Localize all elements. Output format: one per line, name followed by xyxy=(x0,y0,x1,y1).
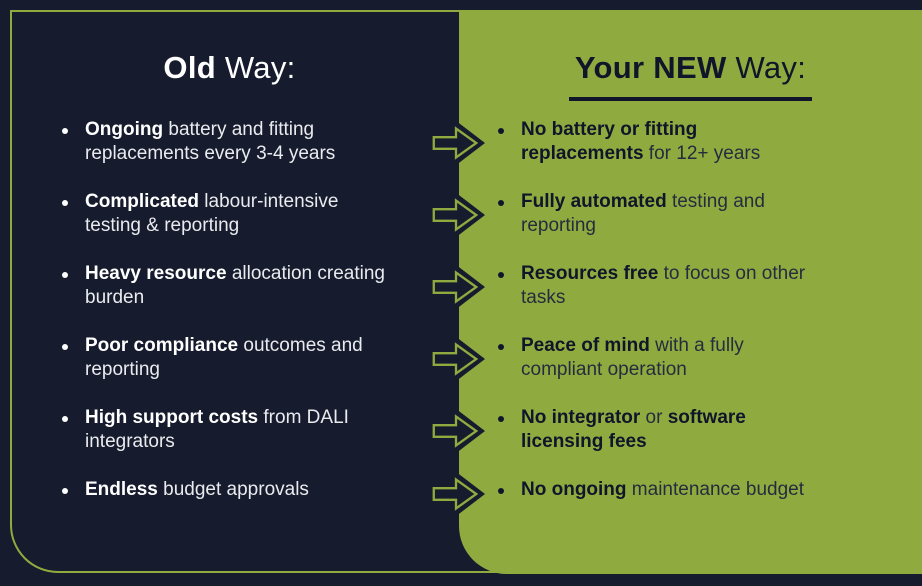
old-way-item-text: High support costs from DALI integrators xyxy=(85,406,395,454)
item-rest: from DALI integrators xyxy=(85,407,349,452)
old-way-heading-rest: Way: xyxy=(215,50,296,85)
new-way-item: Fully automated testing and reporting xyxy=(498,190,878,262)
new-way-heading: Your NEW Way: xyxy=(459,48,922,101)
new-way-item: Resources free to focus on other tasks xyxy=(498,262,878,334)
old-way-item: Ongoing battery and fitting replacements… xyxy=(62,118,412,190)
item-bold: Resources free xyxy=(521,263,659,284)
item-rest: with a fully compliant operation xyxy=(521,335,744,380)
new-way-item: No battery or fitting replacements for 1… xyxy=(498,118,878,190)
old-way-item-text: Ongoing battery and fitting replacements… xyxy=(85,118,395,166)
item-rest: allocation creating burden xyxy=(85,263,385,308)
item-bold: Fully automated xyxy=(521,191,667,212)
arrow-right-icon xyxy=(427,333,485,385)
bullet-icon xyxy=(498,200,504,206)
new-way-item: No ongoing maintenance budget xyxy=(498,478,878,550)
item-bold: No battery or fitting replacements xyxy=(521,119,698,164)
item-rest: outcomes and reporting xyxy=(85,335,363,380)
old-way-item: Heavy resource allocation creating burde… xyxy=(62,262,412,334)
item-rest: budget approvals xyxy=(157,479,309,500)
old-way-item-text: Poor compliance outcomes and reporting xyxy=(85,334,395,382)
item-rest: for 12+ years xyxy=(643,143,761,164)
old-way-item: Endless budget approvals xyxy=(62,478,412,550)
arrow-right-icon xyxy=(427,405,485,457)
item-rest: labour-intensive testing & reporting xyxy=(85,191,339,236)
bullet-icon xyxy=(62,128,68,134)
item-rest: battery and fitting replacements every 3… xyxy=(85,119,336,164)
bullet-icon xyxy=(62,344,68,350)
new-way-item-text: Peace of mind with a fully compliant ope… xyxy=(521,334,823,382)
new-way-item-text: Resources free to focus on other tasks xyxy=(521,262,823,310)
old-way-heading-bold: Old xyxy=(163,50,216,85)
arrow-right-icon xyxy=(427,261,485,313)
new-way-heading-underline: Your NEW Way: xyxy=(568,48,813,101)
bullet-icon xyxy=(498,344,504,350)
new-way-item: Peace of mind with a fully compliant ope… xyxy=(498,334,878,406)
old-way-item: Complicated labour-intensive testing & r… xyxy=(62,190,412,262)
arrow-right-icon xyxy=(427,117,485,169)
item-bold: No integrator xyxy=(521,407,641,428)
new-way-heading-rest: Way: xyxy=(726,50,807,85)
new-way-item-text: No integrator or software licensing fees xyxy=(521,406,823,454)
old-way-heading: Old Way: xyxy=(0,48,459,88)
new-way-list: No battery or fitting replacements for 1… xyxy=(498,118,878,550)
item-bold: Peace of mind xyxy=(521,335,650,356)
item-bold: Ongoing xyxy=(85,119,164,140)
item-rest: maintenance budget xyxy=(626,479,804,500)
new-way-item-text: No battery or fitting replacements for 1… xyxy=(521,118,823,166)
old-way-item: Poor compliance outcomes and reporting xyxy=(62,334,412,406)
old-way-item-text: Endless budget approvals xyxy=(85,478,309,502)
arrow-right-icon xyxy=(427,468,485,520)
bullet-icon xyxy=(498,488,504,494)
bullet-icon xyxy=(62,416,68,422)
bullet-icon xyxy=(62,272,68,278)
item-bold: Complicated xyxy=(85,191,200,212)
bullet-icon xyxy=(498,272,504,278)
item-rest: to focus on other tasks xyxy=(521,263,806,308)
item-bold: Endless xyxy=(85,479,158,500)
new-way-item-text: No ongoing maintenance budget xyxy=(521,478,804,502)
new-way-heading-bold: Your NEW xyxy=(574,50,727,85)
bullet-icon xyxy=(498,128,504,134)
item-rest: or xyxy=(640,407,668,428)
old-way-item-text: Heavy resource allocation creating burde… xyxy=(85,262,395,310)
item-bold: Heavy resource xyxy=(85,263,227,284)
item-bold: software licensing fees xyxy=(521,407,746,452)
item-bold: Poor compliance xyxy=(85,335,239,356)
item-bold: High support costs xyxy=(85,407,259,428)
new-way-item: No integrator or software licensing fees xyxy=(498,406,878,478)
bullet-icon xyxy=(498,416,504,422)
old-way-item-text: Complicated labour-intensive testing & r… xyxy=(85,190,395,238)
old-way-item: High support costs from DALI integrators xyxy=(62,406,412,478)
arrow-right-icon xyxy=(427,189,485,241)
new-way-panel xyxy=(459,10,922,574)
old-way-list: Ongoing battery and fitting replacements… xyxy=(62,118,412,550)
item-bold: No ongoing xyxy=(521,479,627,500)
new-way-item-text: Fully automated testing and reporting xyxy=(521,190,823,238)
bullet-icon xyxy=(62,200,68,206)
item-rest: testing and reporting xyxy=(521,191,765,236)
bullet-icon xyxy=(62,488,68,494)
